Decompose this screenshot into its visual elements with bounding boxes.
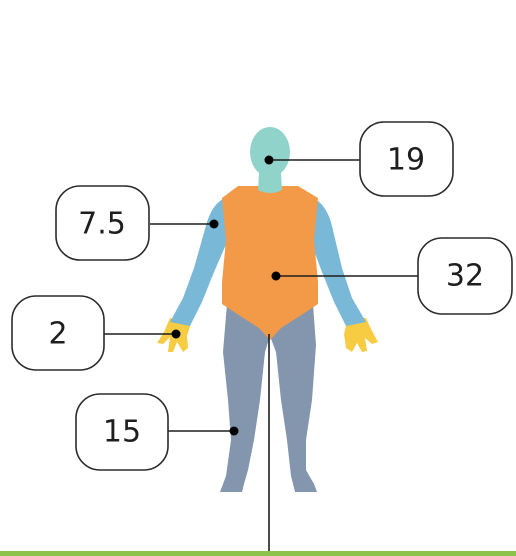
label-hand: 2	[48, 317, 67, 352]
ground-line	[0, 551, 516, 556]
label-torso: 32	[446, 259, 484, 294]
callout-head: 19	[265, 122, 454, 196]
callout-leg: 15	[76, 394, 239, 470]
callout-hand: 2	[12, 296, 181, 370]
label-leg: 15	[103, 415, 141, 450]
callout-arm: 7.5	[56, 186, 219, 260]
label-head: 19	[387, 143, 425, 178]
body-part-right-arm	[308, 196, 366, 326]
label-arm: 7.5	[78, 207, 126, 242]
body-part-head	[250, 127, 290, 177]
human-body-icon	[157, 127, 378, 492]
body-part-left-arm	[170, 196, 230, 326]
